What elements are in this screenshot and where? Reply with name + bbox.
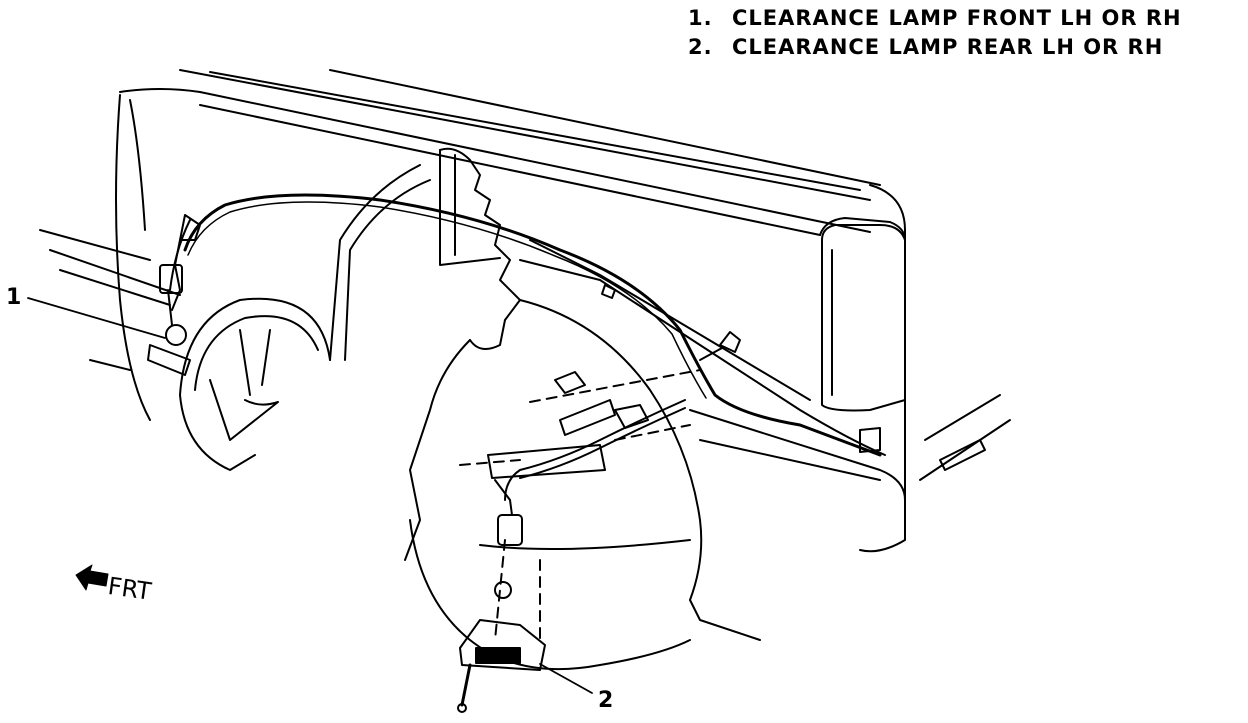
callout-1: 1 <box>6 285 22 310</box>
legend-item-1: 1. CLEARANCE LAMP FRONT LH OR RH <box>688 4 1182 33</box>
legend-item-2: 2. CLEARANCE LAMP REAR LH OR RH <box>688 33 1182 62</box>
leader-line-1 <box>27 297 166 339</box>
leader-line-2 <box>539 663 593 694</box>
legend-number: 1. <box>688 6 713 30</box>
tail-lamp <box>821 224 906 453</box>
front-clearance-lamp <box>147 264 191 376</box>
bed-rail-lines <box>119 69 906 521</box>
legend-label: CLEARANCE LAMP FRONT LH OR RH <box>732 6 1182 30</box>
wiring-harness <box>169 193 882 501</box>
rear-clearance-lamp <box>457 444 606 713</box>
legend-label: CLEARANCE LAMP REAR LH OR RH <box>732 35 1164 59</box>
fasteners <box>554 331 741 436</box>
legend: 1. CLEARANCE LAMP FRONT LH OR RH 2. CLEARA… <box>688 4 1182 62</box>
direction-label: FRT <box>106 572 153 606</box>
callout-2: 2 <box>598 688 614 713</box>
assembly-lines <box>459 369 701 641</box>
legend-number: 2. <box>688 35 713 59</box>
arrow-left-icon <box>75 564 109 591</box>
front-wheel-well <box>39 94 431 471</box>
